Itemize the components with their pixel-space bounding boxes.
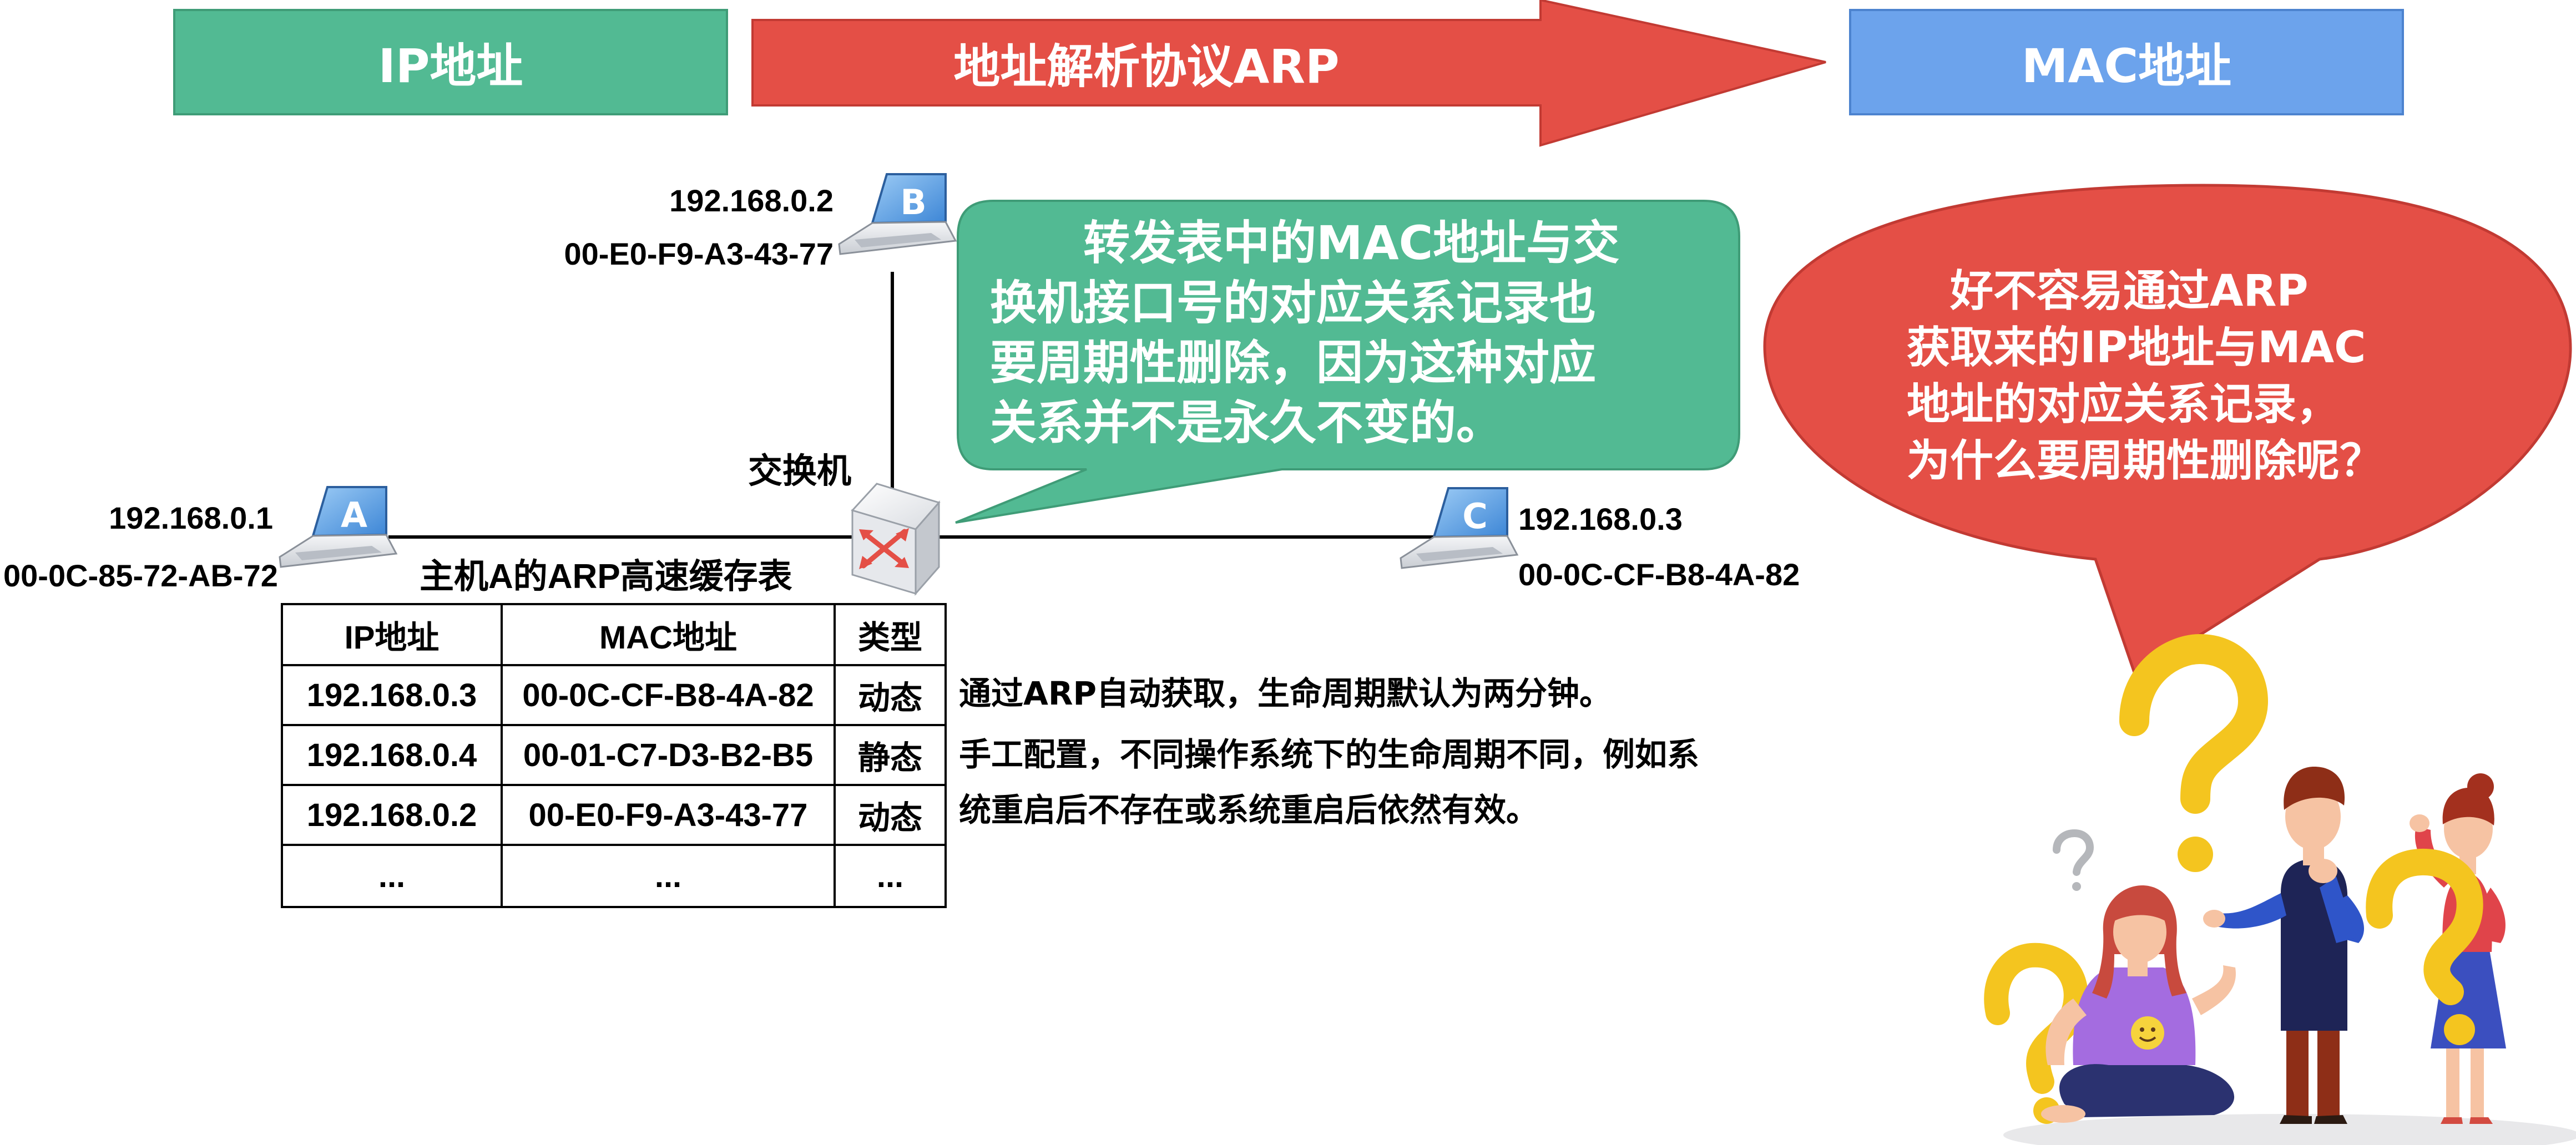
cell-ip: ... [281, 844, 503, 908]
cell-mac: ... [501, 844, 836, 908]
red-bubble-line: 为什么要周期性删除呢？ [1907, 436, 2383, 486]
small-question-mark-icon [2053, 829, 2094, 891]
green-callout-bubble [955, 200, 1740, 524]
dynamic-note: 通过ARP自动获取，生命周期默认为两分钟。 [959, 675, 1612, 712]
ip-address-label: IP地址 [378, 38, 523, 93]
header-ip: IP地址 [281, 603, 503, 666]
laptop-b-icon: B [838, 173, 957, 255]
host-b-ip: 192.168.0.2 [669, 183, 834, 218]
switch-icon [851, 483, 941, 596]
laptop-a-letter: A [341, 495, 367, 535]
question-mark-right-icon [2366, 848, 2483, 1045]
cell-type: 动态 [834, 664, 947, 726]
arp-protocol-label: 地址解析协议ARP [953, 39, 1340, 94]
header-type: 类型 [834, 603, 947, 666]
green-callout-line: 要周期性删除，因为这种对应 [990, 336, 1597, 390]
switch-label: 交换机 [748, 452, 852, 490]
laptop-c-letter: C [1462, 496, 1488, 536]
host-c-mac: 00-0C-CF-B8-4A-82 [1518, 557, 1800, 592]
green-callout-line: 转发表中的MAC地址与交 [990, 216, 1620, 270]
mac-address-box [1849, 9, 2404, 115]
arp-arrow [751, 0, 1826, 147]
host-c-ip: 192.168.0.3 [1518, 501, 1683, 536]
host-a-mac: 00-0C-85-72-AB-72 [3, 558, 278, 593]
table-row: 192.168.0.2 00-E0-F9-A3-43-77 动态 [281, 784, 947, 846]
cell-type: 动态 [834, 784, 947, 846]
ip-address-box [173, 9, 728, 115]
seated-woman-figure [2041, 885, 2236, 1123]
header-mac: MAC地址 [501, 603, 836, 666]
cell-mac: 00-E0-F9-A3-43-77 [501, 784, 836, 846]
static-note: 手工配置，不同操作系统下的生命周期不同，例如系 统重启后不存在或系统重启后依然有… [959, 727, 1699, 838]
mac-address-label: MAC地址 [2021, 38, 2232, 93]
laptop-b-letter: B [900, 182, 926, 222]
host-b-mac: 00-E0-F9-A3-43-77 [564, 236, 834, 271]
green-callout-line: 换机接口号的对应关系记录也 [990, 276, 1597, 330]
table-row: 192.168.0.3 00-0C-CF-B8-4A-82 动态 [281, 664, 947, 726]
cell-ip: 192.168.0.3 [281, 664, 503, 726]
green-callout-line: 关系并不是永久不变的。 [990, 396, 1503, 450]
confused-people-illustration [1984, 634, 2576, 1145]
arp-cache-table: IP地址 MAC地址 类型 192.168.0.3 00-0C-CF-B8-4A… [281, 603, 947, 908]
cell-mac: 00-01-C7-D3-B2-B5 [501, 724, 836, 786]
table-row: 192.168.0.4 00-01-C7-D3-B2-B5 静态 [281, 724, 947, 786]
cell-ip: 192.168.0.4 [281, 724, 503, 786]
cell-type: 静态 [834, 724, 947, 786]
standing-man-figure [2203, 767, 2365, 1124]
laptop-c-icon: C [1400, 487, 1519, 569]
cell-type: ... [834, 844, 947, 908]
green-callout-text: 转发表中的MAC地址与交 换机接口号的对应关系记录也 要周期性删除，因为这种对应… [990, 213, 1619, 453]
host-a-ip: 192.168.0.1 [109, 500, 273, 535]
red-speech-bubble [1763, 184, 2572, 678]
cell-mac: 00-0C-CF-B8-4A-82 [501, 664, 836, 726]
laptop-a-icon: A [279, 486, 398, 568]
table-row: ... ... ... [281, 844, 947, 908]
red-bubble-line: 好不容易通过ARP [1907, 266, 2309, 316]
red-bubble-text: 好不容易通过ARP 获取来的IP地址与MAC 地址的对应关系记录， 为什么要周期… [1907, 263, 2383, 489]
red-bubble-line: 地址的对应关系记录， [1907, 379, 2340, 429]
static-note-line: 统重启后不存在或系统重启后依然有效。 [959, 791, 1539, 829]
question-mark-icon [2119, 634, 2269, 872]
static-note-line: 手工配置，不同操作系统下的生命周期不同，例如系 [959, 736, 1700, 773]
table-header-row: IP地址 MAC地址 类型 [281, 603, 947, 666]
red-bubble-line: 获取来的IP地址与MAC [1907, 323, 2366, 373]
cell-ip: 192.168.0.2 [281, 784, 503, 846]
arp-table-title: 主机A的ARP高速缓存表 [420, 558, 792, 596]
